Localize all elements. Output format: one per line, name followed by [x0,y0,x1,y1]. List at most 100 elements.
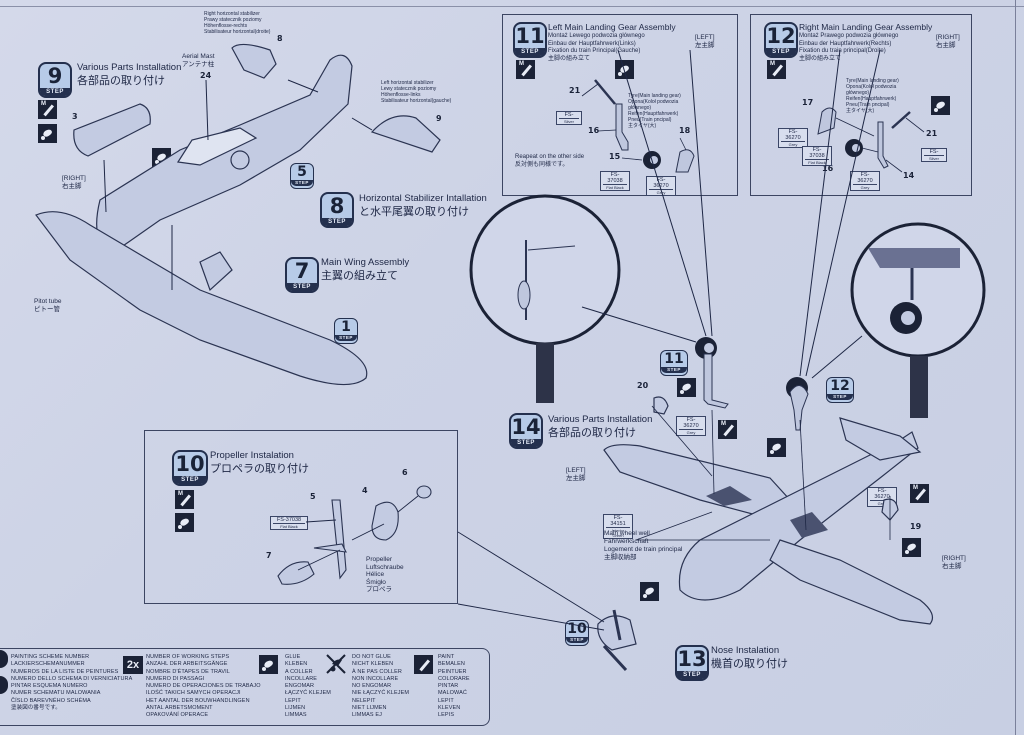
part-number-16: 16 [822,164,834,173]
fs-code: FS-37038 [276,517,302,523]
color-name: Grey [870,500,894,506]
step-label: STEP [511,439,541,447]
note-line: Reifen(Hauptfahrwerk) [628,111,679,117]
part-9-stabilizer [370,115,441,153]
side-jp: 右主脚 [936,42,956,49]
step-10-frame [144,430,458,604]
aerial-mast-jp: アンテナ柱 [182,61,215,68]
label-line: Right horizontal stabilizer [204,11,260,17]
note-line: 主タイヤ(大) [628,123,657,129]
legend-line: Numeros de la liste de peintures [11,668,119,675]
step-11-badge: 11 STEP [513,22,547,58]
sheet-edge-right [1015,0,1016,735]
step-label: STEP [827,394,853,400]
legend-line: No engomar [352,683,392,690]
step-12-subtitles: Montaż Prawego podwozia głównego Einbau … [799,33,898,63]
paint-icon: M [910,484,929,503]
legend-line: Malować [438,690,467,697]
step-7-title-jp: 主翼の組み立て [321,270,398,282]
step-number: 5 [297,164,307,180]
part-5-blade [331,499,347,580]
legend-line: À ne pas coller [352,668,402,675]
label-line: Höhenflosse-links [381,92,421,98]
legend-line: Łączyć klejem [285,690,331,697]
step-number: 12 [830,378,850,394]
subtitle-line: Montaż Lewego podwozia głównego [548,33,645,39]
step-14-title-jp: 各部品の取り付け [548,427,636,439]
label-line: Fahrwerkschaft [604,538,649,545]
step-12-badge: 12 STEP [764,22,798,58]
right-gear-label: [RIGHT] 右主脚 [942,555,966,571]
fs-code: FS-36270 [653,177,669,189]
legend-working-steps: Number of working steps Anzahl der Arbei… [146,654,261,720]
legend-line: Kleben [285,661,308,668]
legend-line: Bemalen [438,661,465,668]
fs-code: FS-36270 [683,417,699,429]
step-11-title: Left Main Landing Gear Assembly [548,23,676,32]
step-number: 8 [329,194,345,218]
legend-box [0,648,490,726]
legend-line: Nelepit [352,697,376,704]
part-4 [371,501,399,541]
part-number-8: 8 [277,34,283,43]
paint-icon: M [516,60,535,79]
label-line: プロペラ [366,586,392,593]
step-8-title-jp: と水平尾翼の取り付け [359,206,469,218]
step-number: 13 [677,647,707,671]
subtitle-line: Einbau der Hauptfahrwerk(Rechts) [799,40,892,47]
pitot-en: Pitot tube [34,298,62,305]
step-number: 10 [175,452,205,476]
note-line: Tyre(Main landing gear) [628,93,681,99]
step-10-ref-badge: 10 STEP [565,620,589,646]
color-name: Flat Black [603,184,627,190]
label-line: Propeller [366,556,393,563]
note-line: 主タイヤ(大) [846,108,875,114]
step-label: STEP [515,48,545,56]
color-name: Silver [559,118,579,124]
label-line: Hélice [366,571,385,578]
paint-icon [414,655,433,674]
right-wing [769,539,933,625]
note-line: Pneu(Train pncipal) [628,117,672,123]
legend-line: Numero de operaciones de trabajo [146,683,261,690]
legend-line: Kleven [438,705,461,712]
part-number-21: 21 [926,129,938,138]
step-10-title-jp: プロペラの取り付け [210,463,309,475]
part-20 [653,396,669,415]
part-6 [416,485,432,499]
step-13-title-en: Nose Instalation [711,645,780,656]
part-number-16: 16 [588,126,600,135]
color-name: Grey [781,141,805,147]
glue-icon [677,378,696,397]
right-stabilizer-label: Right horizontal stabilizer Prawy statec… [204,11,270,35]
step-13-badge: 13 STEP [675,645,709,681]
glue-icon [259,655,278,674]
label-line: Main wheel well [604,530,650,537]
step-14-title-en: Various Parts Installation [548,414,653,425]
fs-code: FS- [564,112,574,118]
step-12-ref-badge: 12 STEP [826,377,854,403]
subtitle-line: Fixation du train Principal(Gauche) [548,48,641,54]
aerial-mast-label: Aerial Mast アンテナ柱 [182,53,215,69]
step-7-badge: 7 STEP [285,257,319,293]
legend-line: Painting scheme number [11,654,90,660]
step-13-title: Nose Instalation 機首の取り付け [711,645,788,670]
right-en: [RIGHT] [62,175,86,182]
note-line: głównego) [846,90,870,96]
part-3-cowling [73,103,151,157]
step-1-ref-badge: 1 STEP [334,318,358,344]
note-line: głównego) [628,105,652,111]
left-en: [LEFT] [566,467,586,474]
step-number: 12 [766,24,796,48]
step-number: 7 [294,259,310,283]
part-14-strut [877,121,889,169]
step-12-title-en: Right Main Landing Gear Assembly [799,22,933,32]
color-name: Silver [924,155,944,161]
step-label: STEP [661,367,687,373]
step-13-title-jp: 機首の取り付け [711,658,788,670]
legend-line: Colorare [438,675,470,682]
paint-icon: M [718,420,737,439]
